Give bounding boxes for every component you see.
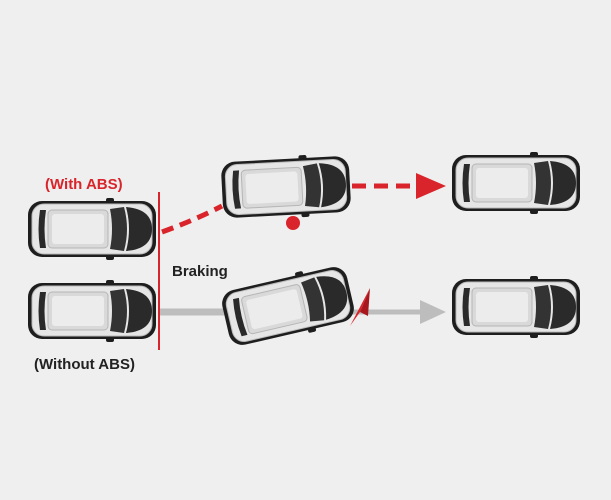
braking-label: Braking [172,263,228,280]
abs-path-curve [161,203,224,235]
red-dot-icon [286,216,300,230]
car-top-view-icon [219,152,353,222]
with-abs-label: (With ABS) [45,176,123,193]
without-abs-label: (Without ABS) [34,356,135,373]
car-top-view-icon [218,260,358,352]
car-top-view-icon [27,197,157,261]
car-top-view-icon [451,275,581,339]
red-cone-icon [350,288,370,326]
car-top-view-icon [27,279,157,343]
car-top-view-icon [451,151,581,215]
arrow-right-icon [416,173,446,199]
arrow-right-icon [420,300,446,324]
